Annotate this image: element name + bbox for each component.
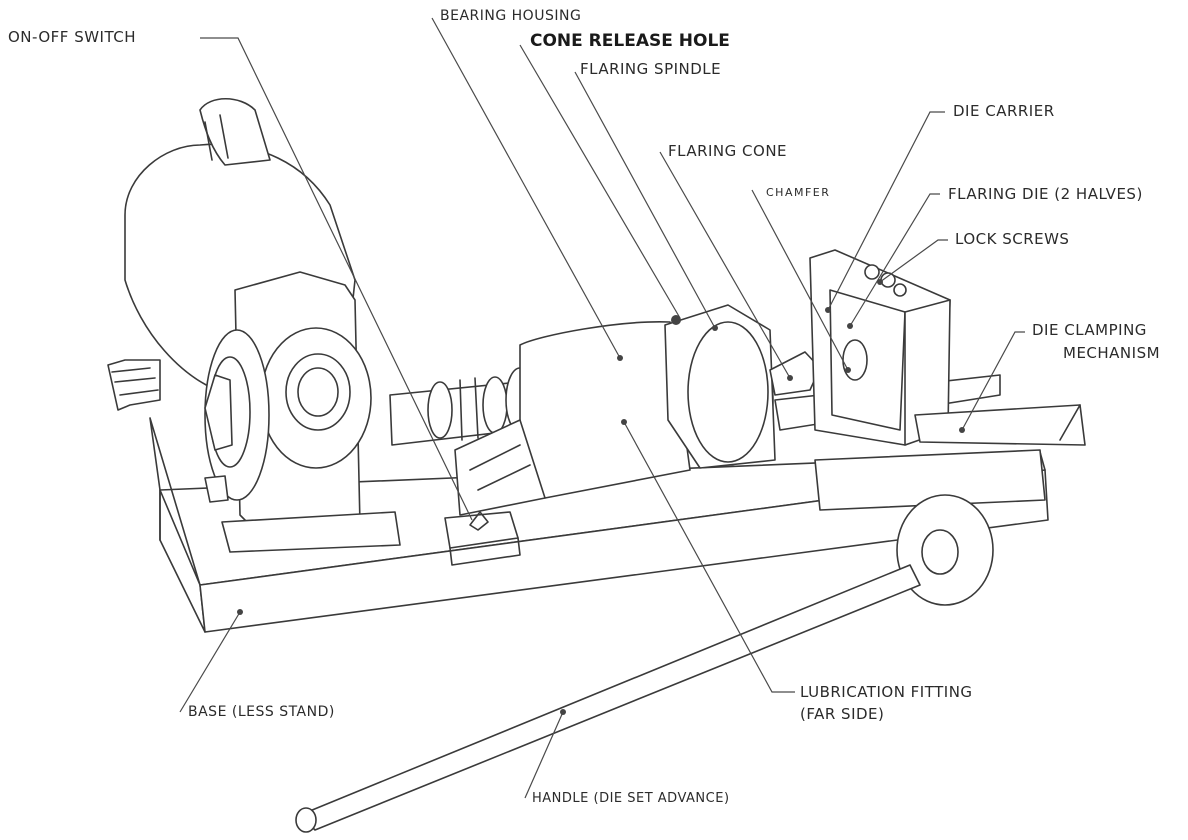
clamping-arm — [914, 404, 1086, 446]
label-flaring-spindle: FLARING SPINDLE — [580, 60, 722, 78]
label-handle: HANDLE (DIE SET ADVANCE) — [532, 791, 730, 806]
pedestal — [221, 271, 401, 553]
leader-dots — [237, 279, 965, 715]
label-chamfer: CHAMFER — [766, 186, 831, 199]
label-flaring-die: FLARING DIE (2 HALVES) — [948, 185, 1143, 203]
label-bearing-housing: BEARING HOUSING — [440, 8, 582, 24]
die-carrier — [809, 249, 951, 446]
label-die-carrier: DIE CARRIER — [953, 102, 1055, 120]
label-flaring-cone: FLARING CONE — [668, 142, 788, 160]
switch-box — [444, 511, 521, 566]
leader-lines — [179, 17, 1025, 799]
label-lock-screws: LOCK SCREWS — [955, 230, 1070, 248]
label-die-clamping-line1: DIE CLAMPING — [1032, 321, 1147, 339]
label-base: BASE (LESS STAND) — [188, 704, 335, 720]
label-cone-release-hole: CONE RELEASE HOLE — [530, 31, 730, 51]
handle-bar — [295, 564, 921, 833]
label-lubrication-line1: LUBRICATION FITTING — [800, 683, 973, 701]
label-die-clamping-line2: MECHANISM — [1063, 344, 1161, 362]
carriage — [814, 449, 1046, 606]
label-lubrication-line2: (FAR SIDE) — [800, 705, 885, 723]
bearing-housing — [454, 321, 691, 516]
spindle-housing — [664, 304, 776, 469]
label-on-off-switch: ON-OFF SWITCH — [8, 28, 137, 46]
pulley — [204, 329, 270, 503]
left-plate — [107, 359, 161, 411]
